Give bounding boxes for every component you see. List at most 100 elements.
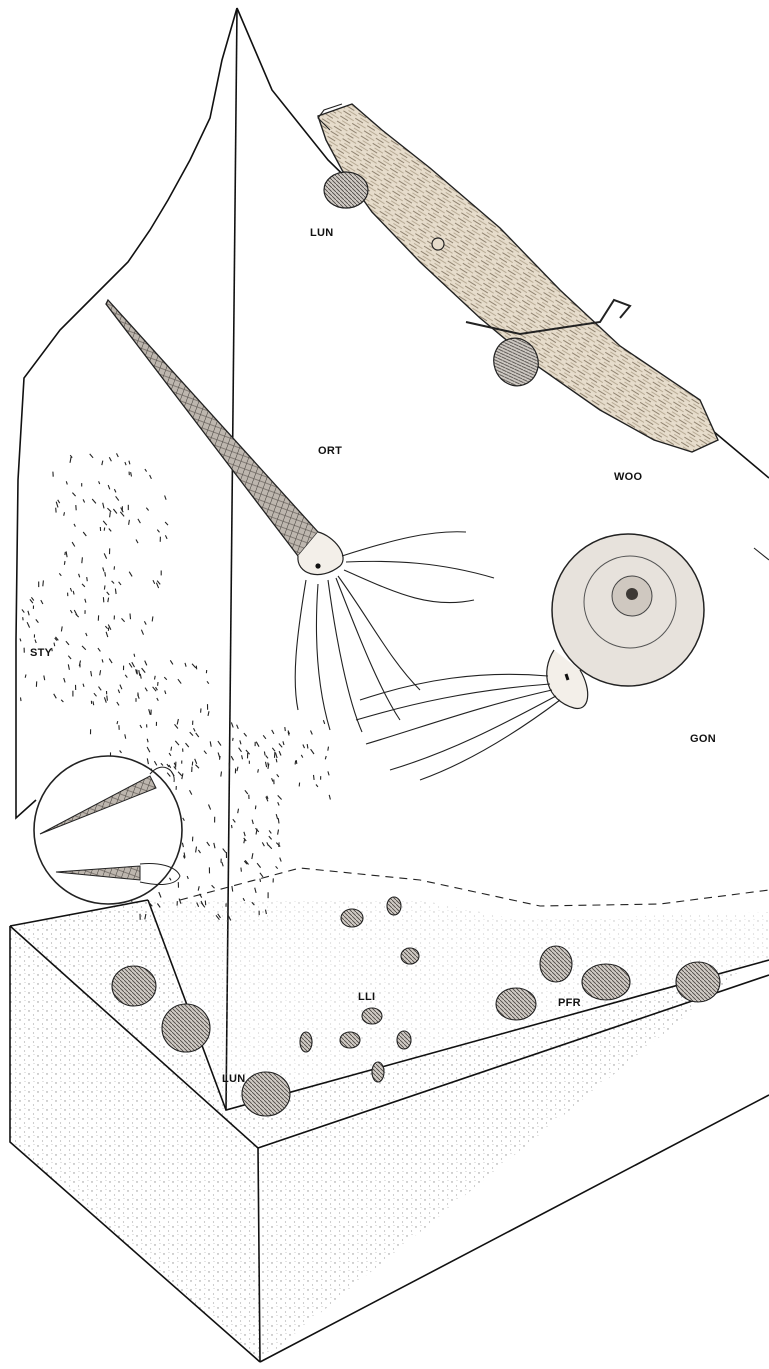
styliolina-dash	[102, 461, 103, 466]
styliolina-dash	[155, 676, 156, 680]
styliolina-dash	[54, 694, 57, 699]
styliolina-dash	[157, 530, 159, 533]
styliolina-dash	[114, 489, 116, 492]
seafloor-shell	[112, 966, 156, 1006]
styliolina-dash	[139, 670, 140, 676]
styliolina-dash	[104, 585, 105, 589]
styliolina-dash	[239, 748, 242, 752]
styliolina-dash	[103, 567, 104, 571]
styliolina-dash	[276, 843, 280, 847]
styliolina-dash	[152, 616, 153, 621]
styliolina-dash	[303, 745, 305, 749]
styliolina-dash	[110, 512, 111, 517]
styliolina-dash	[156, 583, 158, 588]
styliolina-dash	[269, 830, 271, 833]
styliolina-dash	[182, 773, 183, 779]
styliolina-dash	[25, 675, 26, 678]
styliolina-dash	[66, 481, 67, 484]
styliolina-dash	[177, 719, 178, 725]
styliolina-dash	[183, 818, 185, 821]
styliolina-dash	[329, 795, 330, 800]
styliolina-dash	[117, 721, 118, 724]
styliolina-dash	[109, 529, 111, 532]
styliolina-dash	[278, 795, 282, 799]
styliolina-dash	[244, 840, 245, 844]
styliolina-dash	[222, 862, 223, 866]
styliolina-dash	[85, 599, 86, 603]
styliolina-dash	[307, 744, 308, 748]
styliolina-dash	[43, 580, 44, 586]
styliolina-dash	[150, 475, 152, 479]
styliolina-dash	[113, 509, 117, 514]
styliolina-dash	[260, 879, 261, 882]
styliolina-dash	[164, 677, 167, 680]
styliolina-dash	[82, 584, 85, 587]
styliolina-dash	[238, 809, 239, 814]
styliolina-dash	[64, 678, 65, 682]
styliolina-dash	[256, 742, 259, 747]
styliolina-dash	[268, 845, 272, 849]
styliolina-dash	[108, 598, 109, 603]
styliolina-dash	[105, 572, 106, 576]
styliolina-dash	[129, 461, 130, 465]
driftwood-log	[318, 104, 718, 452]
styliolina-dash	[70, 588, 71, 592]
styliolina-dash	[264, 752, 265, 756]
seafloor-shell	[162, 1004, 210, 1052]
styliolina-dash	[130, 614, 131, 620]
styliolina-dash	[269, 836, 272, 839]
styliolina-dash	[159, 892, 161, 897]
styliolina-dash	[233, 819, 236, 822]
styliolina-dash	[279, 751, 281, 755]
styliolina-dash	[192, 664, 196, 668]
styliolina-dash	[120, 512, 124, 517]
styliolina-dash	[198, 886, 199, 890]
styliolina-dash	[61, 626, 62, 631]
styliolina-dash	[21, 697, 22, 701]
styliolina-dash	[90, 454, 93, 458]
styliolina-dash	[99, 481, 100, 484]
styliolina-dash	[70, 610, 72, 613]
styliolina-dash	[100, 670, 101, 675]
styliolina-dash	[276, 759, 277, 763]
seafloor-shell	[397, 1031, 411, 1049]
styliolina-dash	[182, 843, 183, 847]
styliolina-dash	[231, 756, 233, 760]
styliolina-dash	[278, 818, 279, 823]
styliolina-dash	[167, 773, 170, 777]
orthocone-cephalopod	[106, 300, 494, 732]
styliolina-dash	[157, 581, 160, 585]
styliolina-dash	[91, 671, 92, 676]
styliolina-dash	[87, 577, 88, 581]
inset-orthocone-circle	[34, 756, 182, 904]
seafloor-shell	[401, 948, 419, 964]
styliolina-dash	[165, 522, 168, 525]
styliolina-dash	[161, 763, 163, 765]
styliolina-dash	[241, 868, 242, 872]
styliolina-dash	[28, 611, 29, 616]
styliolina-dash	[61, 700, 63, 702]
styliolina-dash	[232, 825, 233, 828]
seafloor-shell	[496, 988, 536, 1020]
styliolina-dash	[112, 581, 115, 584]
styliolina-dash	[268, 762, 269, 766]
styliolina-dash	[147, 747, 150, 752]
styliolina-dash	[232, 886, 233, 892]
styliolina-dash	[314, 775, 315, 780]
styliolina-dash	[262, 842, 264, 846]
styliolina-dash	[231, 722, 233, 727]
styliolina-dash	[129, 663, 132, 667]
styliolina-dash	[58, 500, 60, 503]
styliolina-dash	[125, 675, 127, 678]
styliolina-dash	[105, 626, 107, 629]
styliolina-dash	[190, 732, 193, 736]
styliolina-dash	[103, 521, 107, 525]
styliolina-dash	[134, 654, 135, 657]
styliolina-dash	[117, 702, 119, 705]
styliolina-dash	[196, 733, 199, 737]
styliolina-dash	[196, 765, 200, 769]
seafloor-shell	[372, 1062, 384, 1082]
styliolina-dash	[204, 751, 207, 754]
styliolina-dash	[116, 496, 119, 500]
styliolina-dash	[82, 557, 83, 563]
